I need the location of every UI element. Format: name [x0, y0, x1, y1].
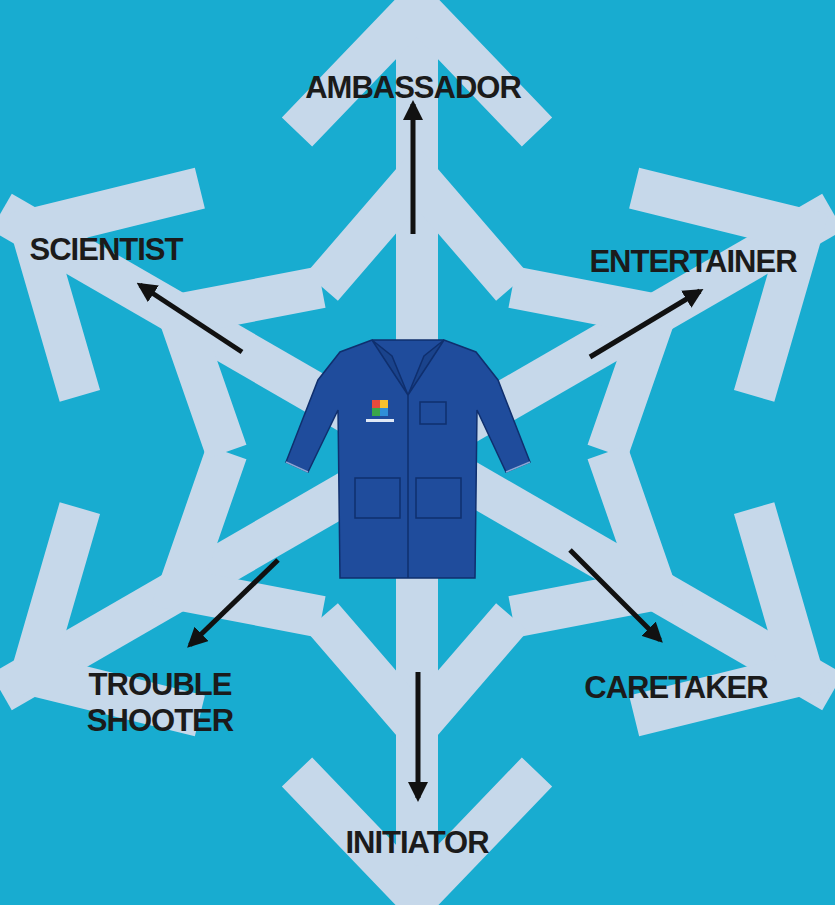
- logo-bar: [366, 419, 394, 422]
- coat-logo: [366, 400, 394, 422]
- role-label: CARETAKER: [546, 670, 806, 706]
- logo-block: [380, 408, 388, 416]
- coat-seam: [407, 395, 409, 578]
- coat-collar: [372, 340, 408, 395]
- arrow: [570, 550, 660, 640]
- role-label: INITIATOR: [287, 825, 547, 861]
- arrow: [416, 672, 421, 798]
- role-label: TROUBLE SHOOTER: [60, 667, 260, 739]
- coat-pocket: [420, 402, 446, 424]
- coat-cuff: [286, 462, 308, 472]
- arrow: [190, 560, 278, 645]
- coat-body: [286, 340, 530, 578]
- arrow: [411, 104, 416, 234]
- arrow: [590, 291, 700, 357]
- role-label: SCIENTIST: [0, 232, 216, 268]
- arrow: [140, 285, 242, 352]
- coat-pocket: [355, 478, 400, 518]
- logo-block: [372, 400, 380, 408]
- role-label: ENTERTAINER: [543, 244, 835, 280]
- role-label: AMBASSADOR: [253, 70, 573, 106]
- coat-cuff: [506, 462, 530, 472]
- logo-block: [372, 408, 380, 416]
- coat-pocket: [416, 478, 461, 518]
- coat-collar: [408, 340, 444, 395]
- logo-block: [380, 400, 388, 408]
- lab-coat: [286, 340, 530, 578]
